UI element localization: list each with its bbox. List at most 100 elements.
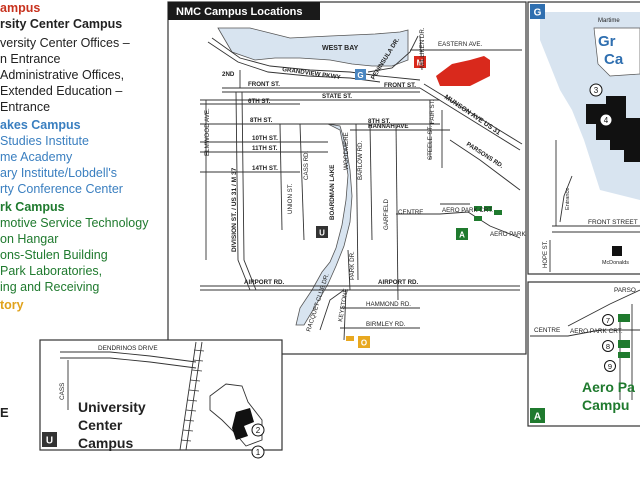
- building-number-7: [602, 314, 614, 326]
- university-center-campus-map: DENDRINOS DRIVE CASS 2 1 University Cent…: [39, 339, 283, 459]
- observatory-marker: [358, 336, 370, 348]
- street-label: AERO PARK DR.: [490, 231, 538, 238]
- marker-u-label: U: [319, 229, 325, 238]
- street-label: Entrance: [565, 188, 571, 210]
- street-label: GARFIELD: [383, 199, 390, 230]
- street-label: HANNAH AVE: [368, 123, 409, 130]
- street-label: 11TH ST.: [252, 145, 278, 152]
- campus-label: University: [78, 399, 146, 415]
- street-label: AERO PARK CRT.: [442, 207, 493, 214]
- building-number-4: [599, 113, 613, 127]
- street-label: STATE ST.: [322, 93, 352, 100]
- campus-label: Center: [78, 417, 123, 433]
- building-number-8: [602, 340, 614, 352]
- building-number-label: 1: [256, 448, 261, 457]
- building-number-label: 2: [256, 426, 261, 435]
- legend-line: ary Institute/Lobdell's: [0, 166, 118, 180]
- observatory-building: [346, 336, 354, 341]
- legend-line: ons-Stulen Building: [0, 248, 108, 262]
- street-label: ELMWOOD AVE.: [204, 108, 211, 156]
- aero-park-campus-map: PARSO CENTRE AERO PARK CRT. 7 8 9 Aero P…: [527, 281, 640, 427]
- street-label: CENTRE: [398, 209, 423, 216]
- aero-building: [618, 352, 630, 358]
- legend-line: Entrance: [0, 100, 51, 114]
- landmark-label: McDonalds: [602, 260, 629, 266]
- aero-building: [618, 314, 630, 322]
- map-title: NMC Campus Locations: [176, 6, 303, 18]
- street-label: Martime: [598, 18, 620, 24]
- building-number-label: 8: [606, 342, 610, 351]
- building-number-label: 7: [606, 316, 610, 325]
- building-number-label: 4: [604, 116, 609, 125]
- street-label: PARSO: [614, 287, 636, 294]
- legend-line: Extended Education –: [0, 84, 123, 98]
- street-label: 14TH ST.: [252, 165, 278, 172]
- aero-park-badge: [530, 408, 545, 423]
- great-lakes-marker: [355, 69, 366, 80]
- badge-label: G: [534, 8, 542, 19]
- street-label: HAMMOND RD.: [366, 301, 411, 308]
- street-label: 10TH ST.: [252, 135, 278, 142]
- university-center-badge: [42, 432, 57, 447]
- street-label: 6TH ST.: [248, 98, 271, 105]
- campus-label: Gr: [598, 33, 616, 50]
- legend-line: Administrative Offices,: [0, 68, 125, 82]
- marker-g-label: G: [357, 71, 363, 80]
- street-label: BARLOW RD.: [357, 141, 364, 180]
- badge-label: U: [46, 436, 53, 447]
- campus-label: Campus: [78, 435, 133, 451]
- legend-line: ing and Receiving: [0, 280, 100, 294]
- street-label: MILLIKEN DR.: [419, 27, 426, 68]
- legend-line: me Academy: [0, 150, 73, 164]
- legend-line: rsity Center Campus: [0, 17, 123, 31]
- legend-line: akes Campus: [0, 118, 81, 132]
- aero-park-marker: [456, 228, 468, 240]
- aero-building: [484, 206, 492, 211]
- cropped-letter: E: [0, 405, 9, 420]
- west-bay-label: WEST BAY: [322, 45, 359, 52]
- university-center-building: [232, 408, 254, 440]
- street-label: BIRMLEY RD.: [366, 321, 406, 328]
- aero-building: [494, 210, 502, 215]
- great-lakes-building: [586, 96, 640, 162]
- street-label: HOPE ST.: [543, 240, 549, 268]
- street-label: 8TH ST.: [368, 118, 391, 125]
- street-label: DIVISION ST. / US 31 / M 37: [231, 167, 238, 252]
- campus-legend: ampus rsity Center Campus versity Center…: [0, 0, 168, 340]
- street-label: CASS RD.: [303, 150, 310, 180]
- mcdonalds-building: [612, 246, 622, 256]
- legend-line: rk Campus: [0, 200, 65, 214]
- legend-line: versity Center Offices –: [0, 36, 130, 50]
- street-label: PARK DR.: [349, 251, 356, 280]
- street-label: UNION ST.: [287, 183, 294, 214]
- street-label: AIRPORT RD.: [244, 279, 284, 286]
- street-label: FRONT ST.: [248, 81, 280, 88]
- street-label: 2ND: [222, 71, 235, 78]
- legend-line: tory: [0, 298, 24, 312]
- boardman-lake: [295, 123, 353, 326]
- building-number-3: [589, 83, 603, 97]
- street-label: 8TH ST.: [250, 117, 273, 124]
- street-label: FRONT ST.: [384, 82, 416, 89]
- great-lakes-badge: [530, 4, 545, 19]
- legend-line: Studies Institute: [0, 134, 89, 148]
- lake-label: BOARDMAN LAKE: [329, 165, 336, 220]
- street-label: CENTRE: [534, 327, 560, 334]
- street-label: DENDRINOS DRIVE: [98, 345, 158, 352]
- legend-line: on Hangar: [0, 232, 59, 246]
- street-label: CASS: [59, 383, 66, 400]
- building-number-1: [251, 445, 265, 459]
- legend-line: Park Laboratories,: [0, 264, 103, 278]
- legend-line: rty Conference Center: [0, 182, 123, 196]
- campus-label: Aero Pa: [582, 379, 635, 395]
- aero-building: [618, 340, 630, 348]
- street-label: WOODMERE: [343, 132, 350, 170]
- university-center-marker: [316, 226, 328, 238]
- street-label: EASTERN AVE.: [438, 41, 483, 48]
- aero-building: [474, 216, 482, 221]
- legend-line: motive Service Technology: [0, 216, 149, 230]
- main-campus-building: [436, 56, 490, 86]
- marker-m-label: M: [417, 59, 424, 68]
- street-label: FAIR ST.: [429, 99, 436, 124]
